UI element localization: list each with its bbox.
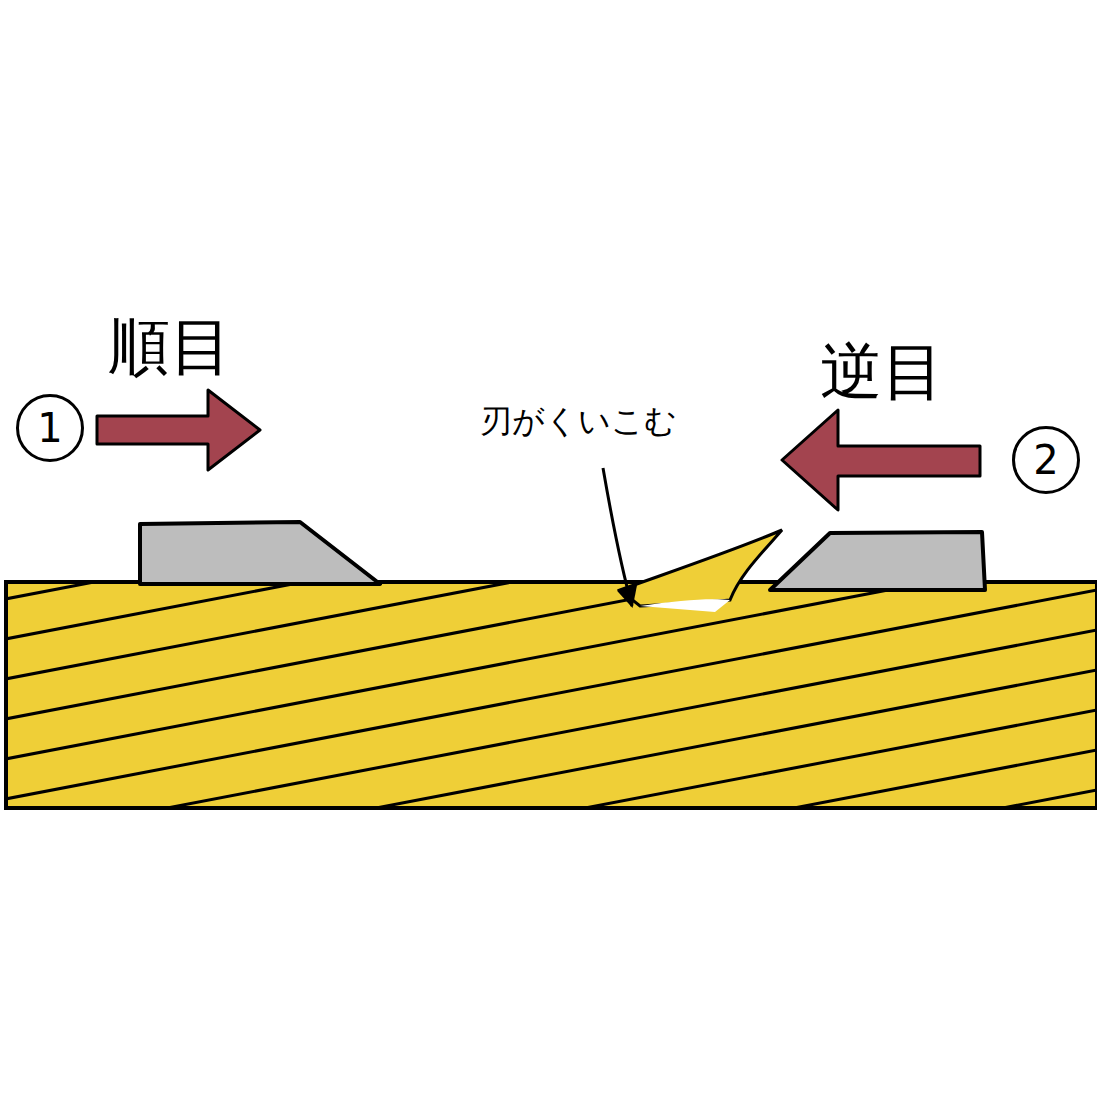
direction-label: 順目 [108, 305, 232, 389]
grain-line [6, 582, 1097, 680]
grain-line [6, 790, 1097, 808]
grain-line [6, 750, 1097, 808]
callout-number: 1 [37, 405, 62, 451]
grain-line [6, 582, 1097, 600]
leader-line [603, 468, 632, 606]
callout-circle: 1 [16, 394, 84, 462]
tear-gap [640, 599, 730, 612]
note-label: 刃がくいこむ [480, 400, 677, 444]
plane-right [770, 532, 985, 590]
wood-grain [6, 582, 1097, 808]
grain-line [6, 590, 1097, 800]
callout-circle: 2 [1012, 426, 1080, 494]
grain-line [6, 582, 1097, 640]
grain-line [6, 670, 1097, 808]
grain-line [6, 582, 1097, 720]
arrow-with-grain [97, 390, 260, 470]
callout-number: 2 [1033, 437, 1058, 483]
wood-outline [6, 582, 1097, 808]
arrow-against-grain [782, 410, 980, 510]
direction-label: 逆目 [820, 330, 944, 414]
plane-left [140, 522, 380, 584]
lifted-splinter [620, 530, 782, 606]
grain-line [6, 710, 1097, 808]
